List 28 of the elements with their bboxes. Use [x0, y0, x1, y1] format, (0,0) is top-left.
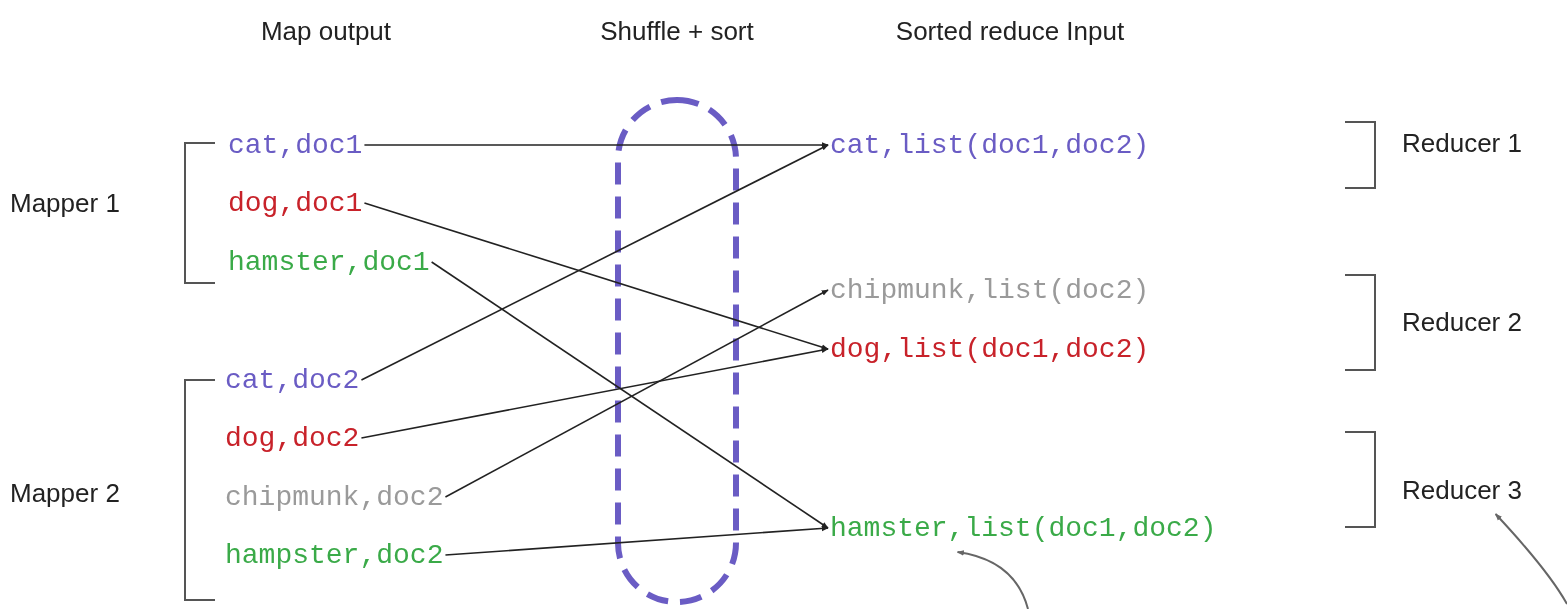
arrow	[430, 261, 829, 529]
column-heading: Map output	[260, 16, 392, 47]
key-value-text: chipmunk,list(doc2)	[830, 274, 1150, 306]
key-value-text: dog,doc1	[228, 187, 363, 219]
pointer-arrow	[956, 550, 1029, 609]
key-value-text: chipmunk,doc2	[225, 481, 444, 513]
reducer-label: Reducer 2	[1402, 306, 1522, 338]
pointer-arrow	[1494, 513, 1567, 605]
arrow	[363, 202, 829, 350]
mapper-label: Mapper 1	[10, 188, 120, 219]
mapper-label: Mapper 2	[10, 478, 120, 509]
key-value-text: dog,list(doc1,doc2)	[830, 333, 1150, 365]
key-value-text: hampster,doc2	[225, 539, 444, 571]
arrow	[363, 142, 829, 148]
key-value-text: cat,doc1	[228, 129, 363, 161]
column-heading: Sorted reduce Input	[895, 16, 1125, 47]
arrow	[360, 144, 829, 381]
reducer-label: Reducer 1	[1402, 127, 1522, 159]
arrow	[444, 289, 829, 498]
arrow	[360, 347, 829, 439]
key-value-text: hamster,list(doc1,doc2)	[830, 512, 1217, 544]
key-value-text: cat,doc2	[225, 364, 360, 396]
arrow	[444, 525, 829, 556]
reducer-label: Reducer 3	[1402, 474, 1522, 506]
key-value-text: dog,doc2	[225, 422, 360, 454]
column-heading: Shuffle + sort	[600, 16, 754, 47]
key-value-text: hamster,doc1	[228, 246, 430, 278]
key-value-text: cat,list(doc1,doc2)	[830, 129, 1150, 161]
